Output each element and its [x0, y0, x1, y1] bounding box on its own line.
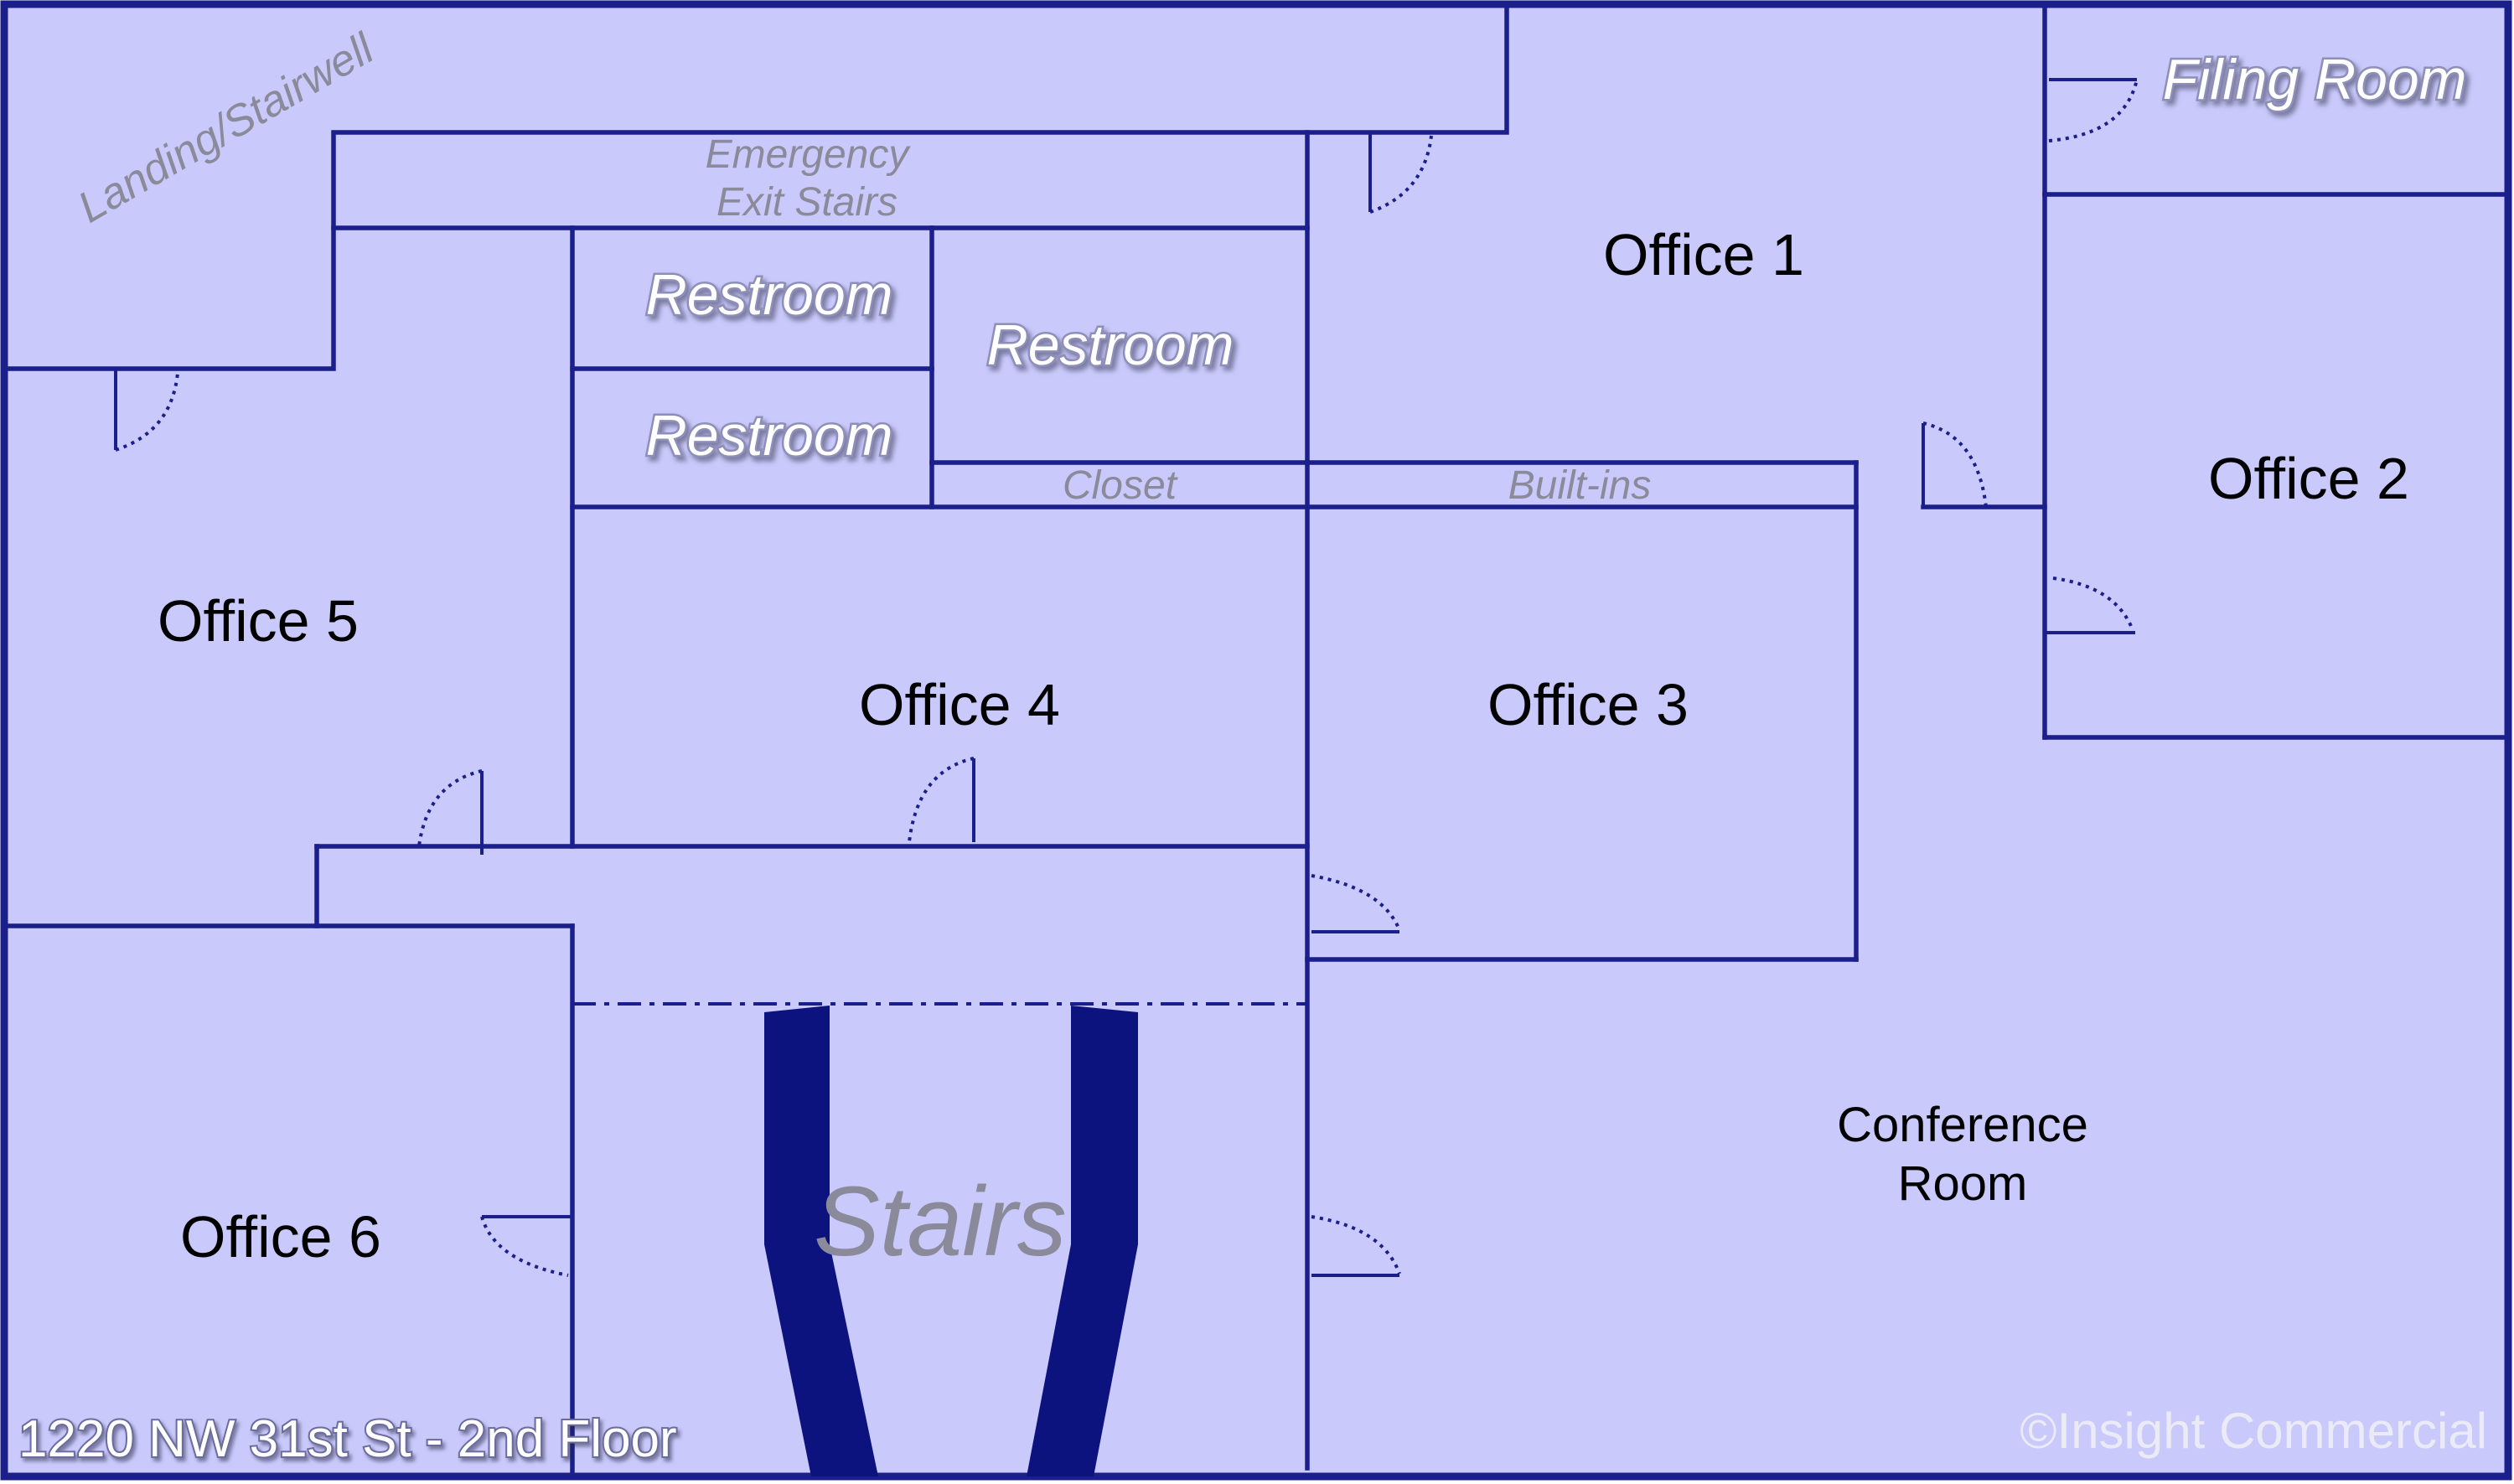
filing-room-label: Filing Room [2163, 48, 2467, 111]
address-label: 1220 NW 31st St - 2nd Floor [18, 1410, 677, 1468]
office-3-label: Office 3 [1487, 672, 1689, 737]
closet-label: Closet [1063, 463, 1178, 508]
door-swings [114, 78, 2139, 1277]
conference-room-label-2: Room [1898, 1156, 2028, 1211]
restroom-label-top: Restroom [646, 263, 893, 327]
office-1-label: Office 1 [1603, 222, 1804, 287]
emergency-label: Emergency [706, 132, 912, 177]
restroom-label-right: Restroom [987, 313, 1234, 377]
stair-right-stringer [1027, 1006, 1138, 1476]
restroom-label-bottom: Restroom [646, 404, 893, 468]
stair-left-stringer [764, 1006, 878, 1476]
office-4-label: Office 4 [859, 672, 1060, 737]
office-5-label: Office 5 [158, 588, 359, 654]
office-2-label: Office 2 [2208, 446, 2409, 511]
exit-stairs-label: Exit Stairs [716, 180, 897, 225]
builtins-label: Built-ins [1508, 463, 1652, 508]
conference-room-label-1: Conference [1837, 1098, 2088, 1152]
stairs-label: Stairs [814, 1166, 1067, 1277]
copyright-label: ©Insight Commercial [2020, 1403, 2487, 1459]
floor-area [4, 4, 2508, 1476]
office-6-label: Office 6 [180, 1204, 381, 1269]
